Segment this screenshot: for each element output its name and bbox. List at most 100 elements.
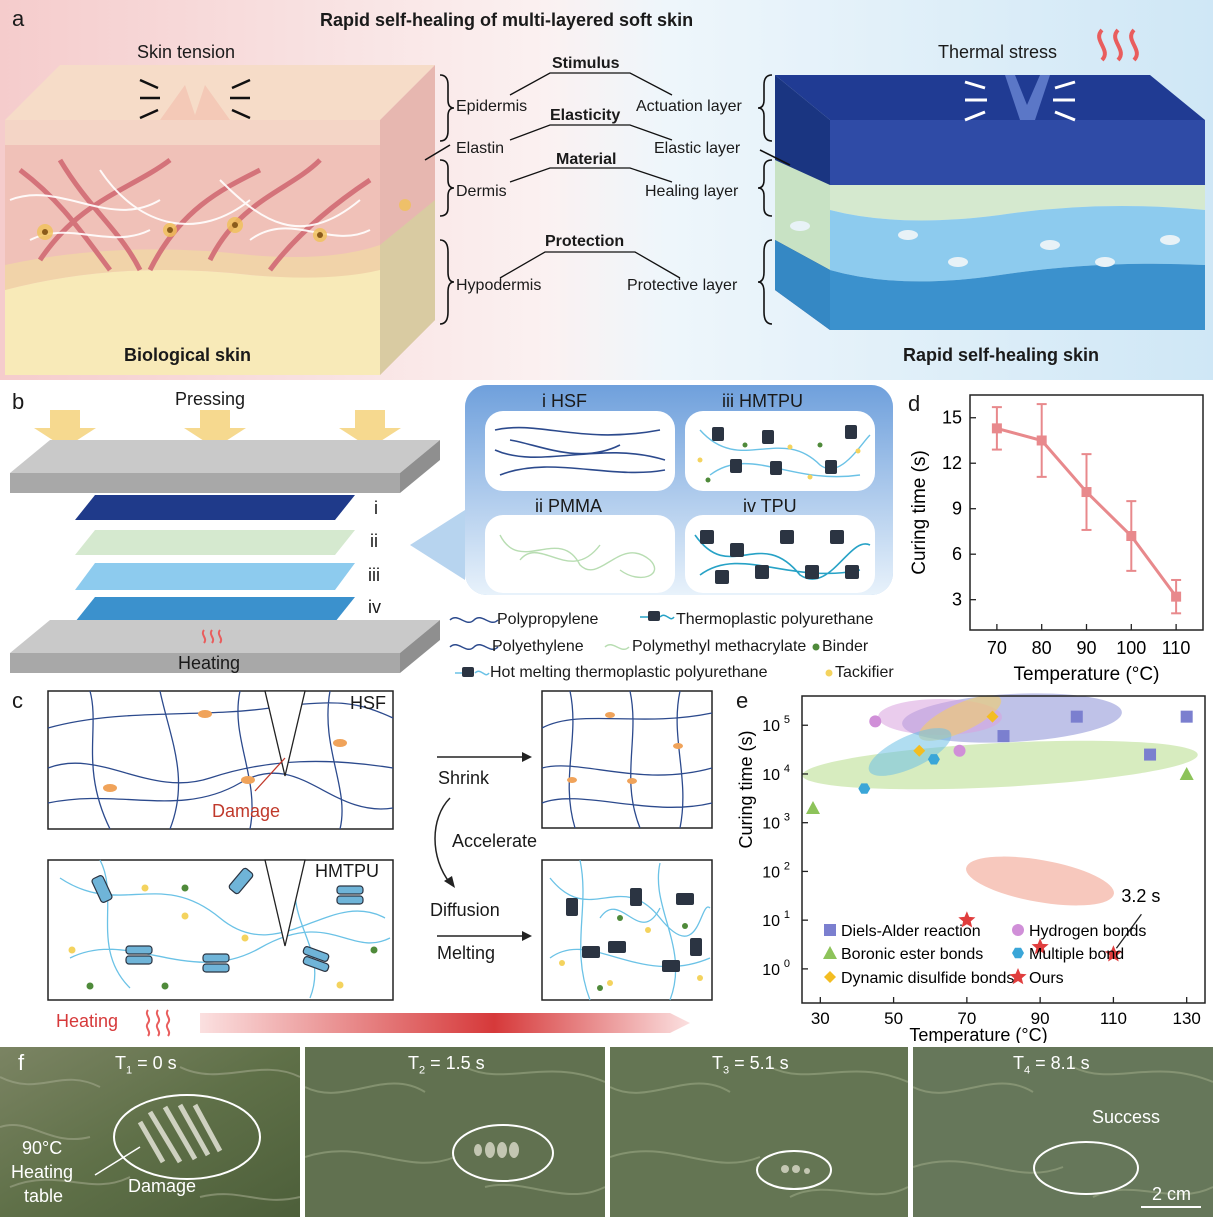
chart-d-xtick-label-4: 110: [1162, 638, 1191, 658]
frame-4-value: = 8.1 s: [1030, 1053, 1090, 1073]
legend-binder: Binder: [822, 638, 869, 655]
chart-e-point-2-1: [1179, 766, 1194, 780]
chart-e-point-1-1: [953, 744, 966, 757]
chart-e-xtick-label-3: 90: [1031, 1009, 1050, 1028]
layer-elastin: Elastin: [456, 140, 505, 157]
chart-d-point-0: [991, 423, 1002, 434]
frame-2-value: = 1.5 s: [425, 1053, 485, 1073]
biological-skin-caption: Biological skin: [124, 345, 252, 365]
chart-e-ytick-label-0: 10: [762, 962, 780, 979]
heating-table-line-2: Heating: [11, 1162, 74, 1182]
frame-3-time: T3 = 5.1 s: [712, 1053, 789, 1077]
frame-4-time: T4 = 8.1 s: [1013, 1053, 1090, 1077]
legend-tpu: Thermoplastic polyurethane: [676, 611, 874, 628]
legend-polypropylene: Polypropylene: [497, 611, 599, 628]
panel-b-drawing: [10, 385, 893, 677]
hmtpu-label: HMTPU: [315, 861, 379, 881]
photo-frame-3: [610, 1047, 908, 1217]
panel-d-letter: d: [908, 391, 921, 416]
chart-d-xlabel: Temperature (°C): [1014, 664, 1160, 685]
scale-bar-label: 2 cm: [1152, 1184, 1192, 1204]
chart-e-legend-label-4: Dynamic disulfide bonds: [841, 970, 1014, 987]
chart-e-xtick-label-2: 70: [957, 1009, 976, 1028]
material-pmma: ii PMMA: [535, 496, 602, 516]
chart-e-cluster-5: [966, 856, 1114, 906]
heating-arrow-label: Heating: [56, 1011, 119, 1031]
mapping-lines: [499, 72, 681, 279]
photo-2-image: [305, 1047, 605, 1217]
panel-c: c HSF HMTPU Damage Shrink Accelerate Dif…: [0, 688, 720, 1040]
hsf-label: HSF: [350, 693, 386, 713]
chart-e-ytick-exp-4: 4: [784, 763, 790, 775]
panel-b: b Pressing Heating i ii iii iv i HSF iii…: [0, 385, 930, 685]
frame-1-sub: 1: [126, 1064, 133, 1077]
chart-e-point-4-1: [986, 710, 999, 723]
layer-actuation: Actuation layer: [636, 98, 742, 115]
layer-label-iii: iii: [368, 565, 380, 585]
header-elasticity: Elasticity: [550, 107, 621, 124]
chart-e-xtick-label-5: 130: [1172, 1009, 1200, 1028]
panel-a-letter: a: [12, 6, 25, 31]
chart-e-xlabel: Temperature (°C): [909, 1025, 1047, 1043]
frame-3-sub: 3: [723, 1064, 730, 1077]
layer-label-i: i: [374, 498, 378, 518]
chart-d-ytick-label-1: 6: [952, 544, 962, 564]
chart-d-point-1: [1036, 435, 1047, 446]
heating-label: Heating: [178, 653, 241, 673]
chart-e-cluster-4: [868, 728, 952, 776]
chart-e-legend-marker-2: [823, 946, 837, 959]
chart-e-point-5-2: [1104, 945, 1122, 962]
panel-b-letter: b: [12, 389, 25, 414]
chart-e-point-3-1: [927, 754, 940, 765]
chart-d-point-2: [1081, 487, 1092, 498]
chart-e-ytick-label-3: 10: [762, 816, 780, 833]
frame-4-t: T: [1013, 1053, 1024, 1073]
panel-e-letter: e: [736, 688, 749, 713]
panel-a-title: Rapid self-healing of multi-layered soft…: [320, 10, 694, 30]
chart-e-ytick-exp-2: 2: [784, 860, 790, 872]
chart-e-point-5-1: [1031, 938, 1049, 955]
legend-pmma: Polymethyl methacrylate: [632, 638, 807, 655]
chart-e-legend-label-0: Diels-Alder reaction: [841, 923, 981, 940]
chart-e-ytick-exp-0: 0: [784, 958, 790, 970]
photo-frame-1: [0, 1047, 300, 1217]
chart-e-point-2-0: [805, 801, 820, 815]
chart-e-ytick-label-2: 10: [762, 864, 780, 881]
frame-1-time: T1 = 0 s: [115, 1053, 177, 1077]
chart-e-frame: [801, 695, 1206, 1004]
diffusion-label: Diffusion: [430, 900, 500, 920]
frame-3-t: T: [712, 1053, 723, 1073]
heating-table-line-1: 90°C: [22, 1138, 63, 1158]
pressing-label: Pressing: [175, 389, 246, 409]
chart-d-xtick-label-0: 70: [987, 638, 1007, 658]
photo-1-image: [0, 1047, 300, 1217]
chart-d-xtick-label-2: 90: [1076, 638, 1096, 658]
chart-e-ytick-exp-1: 1: [784, 909, 790, 921]
chart-e-point-0-2: [1144, 748, 1157, 761]
skin-tension-label: Skin tension: [137, 42, 236, 62]
chart-d-ytick-label-4: 15: [942, 408, 962, 428]
chart-e-legend-label-1: Hydrogen bonds: [1029, 923, 1146, 940]
chart-e-ylabel: Curing time (s): [736, 730, 756, 848]
chart-e-point-0-0: [997, 730, 1010, 743]
biological-skin-block: [5, 65, 435, 375]
panel-a-background: [0, 0, 1213, 380]
header-protection: Protection: [545, 233, 625, 250]
chart-e-xtick-label-4: 110: [1100, 1009, 1127, 1028]
chart-e-annotation-line: [1115, 913, 1142, 949]
panel-c-letter: c: [12, 688, 23, 713]
layer-healing: Healing layer: [645, 183, 739, 200]
photo-frame-4: [913, 1047, 1213, 1217]
thermal-stress-label: Thermal stress: [938, 42, 1058, 62]
chart-e-ytick-exp-3: 3: [784, 812, 790, 824]
layer-label-ii: ii: [370, 531, 378, 551]
chart-d-ytick-label-3: 12: [942, 453, 962, 473]
chart-e-point-4-0: [913, 744, 926, 757]
chart-d-point-4: [1171, 591, 1182, 602]
chart-e-point-1-0: [869, 715, 882, 728]
chart-e-annotation: 3.2 s: [1121, 886, 1160, 906]
braces: [424, 74, 791, 325]
accelerate-label: Accelerate: [452, 831, 538, 851]
frame-2-sub: 2: [419, 1064, 426, 1077]
chart-e-legend-marker-3: [1012, 947, 1024, 959]
